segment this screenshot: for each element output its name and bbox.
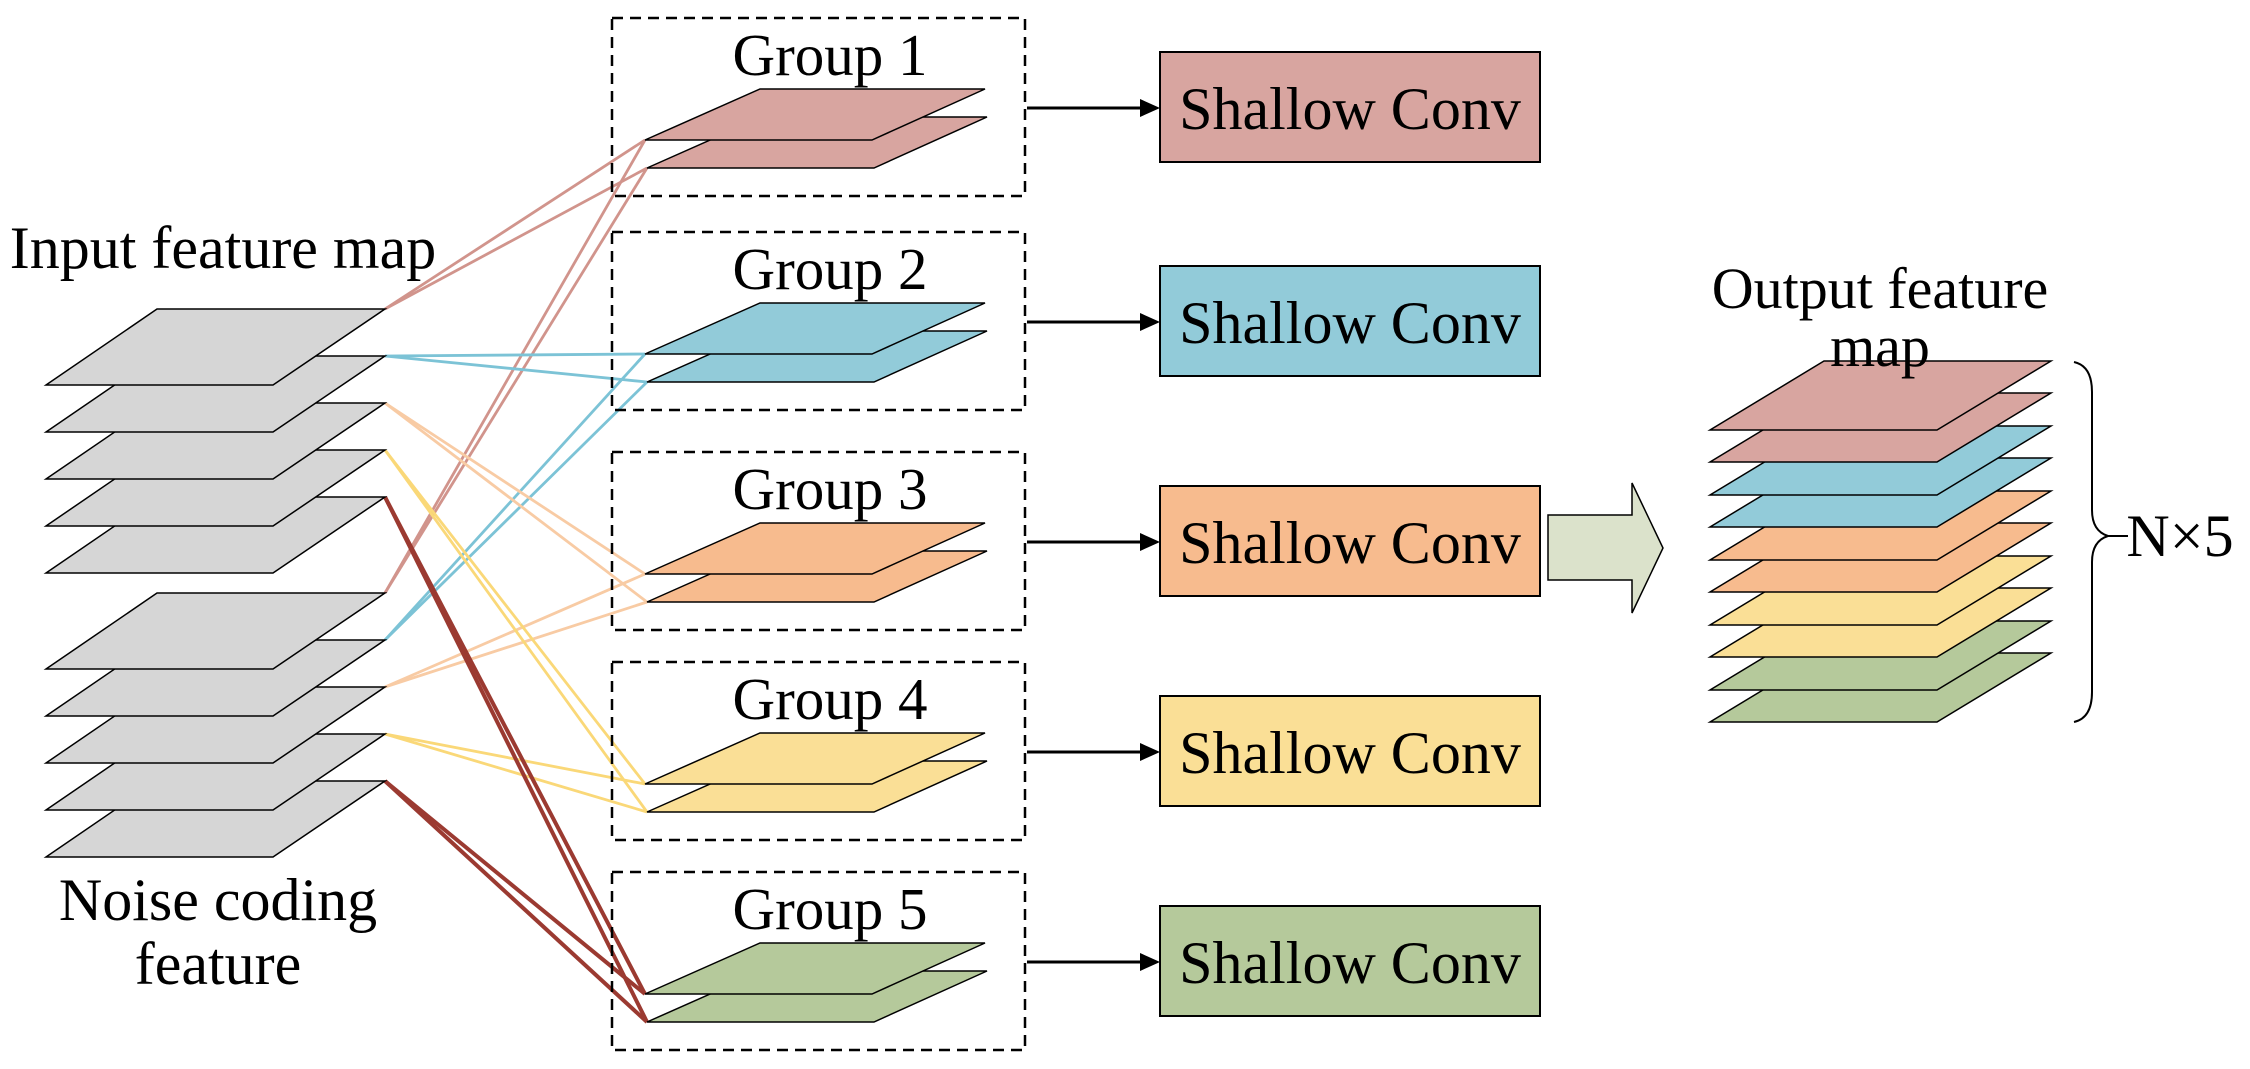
connection-line (384, 352, 646, 358)
group-title: Group 3 (732, 456, 927, 522)
shallow-conv-label: Shallow Conv (1179, 510, 1521, 576)
group-box (610, 870, 1027, 1052)
connection-line (383, 779, 647, 996)
shallow-conv-label: Shallow Conv (1179, 290, 1521, 356)
output-label-line1: Output feature (1712, 256, 2049, 321)
connection-line (383, 449, 647, 785)
group-parallelogram (644, 522, 986, 575)
output-feature-map-stack (1707, 360, 2054, 723)
shallow-conv-box (1159, 695, 1541, 807)
shallow-conv-label: Shallow Conv (1179, 930, 1521, 996)
group-box (610, 230, 1027, 412)
group-3: Group 3 Shallow Conv (610, 450, 1541, 632)
input-feature-map-label: Input feature map (10, 215, 436, 281)
group-4: Group 4 Shallow Conv (610, 660, 1541, 842)
arrowhead-icon (1140, 99, 1160, 117)
noise-stack-layer (43, 592, 388, 670)
group-box (610, 16, 1027, 198)
connection-line (383, 139, 647, 594)
arrowhead-icon (1140, 953, 1160, 971)
arrowhead-icon (1140, 313, 1160, 331)
connection-line (384, 401, 648, 604)
connection-line (383, 779, 649, 1024)
group-parallelogram (644, 942, 986, 995)
input-stack-layer (43, 308, 388, 386)
group-5: Group 5 Shallow Conv (610, 870, 1541, 1052)
group-box (610, 450, 1027, 632)
multiplier-label: N×5 (2126, 503, 2233, 569)
arrowhead-icon (1140, 743, 1160, 761)
noise-coding-label-line2: feature (135, 931, 302, 997)
group-title: Group 4 (732, 666, 927, 732)
group-box (610, 660, 1027, 842)
noise-coding-stack (43, 592, 388, 858)
connection-line (384, 401, 646, 576)
noise-coding-label-line1: Noise coding (59, 867, 377, 933)
connection-line (383, 496, 649, 1023)
connection-line (384, 600, 648, 689)
arrowhead-icon (1140, 533, 1160, 551)
connection-line (384, 381, 648, 641)
group-title: Group 2 (732, 236, 927, 302)
connection-line (384, 138, 646, 311)
concat-arrow-icon (1547, 482, 1664, 614)
input-feature-map-stack (43, 308, 388, 574)
group-parallelogram (644, 302, 986, 355)
connection-line (383, 449, 649, 813)
group-title: Group 5 (732, 876, 927, 942)
shallow-conv-label: Shallow Conv (1179, 720, 1521, 786)
output-label-line2: map (1830, 314, 1930, 379)
group-parallelogram (644, 88, 986, 141)
connection-line (383, 167, 649, 594)
connection-line (384, 166, 648, 311)
connection-line (384, 732, 648, 814)
connection-line (383, 353, 647, 641)
shallow-conv-box (1159, 51, 1541, 163)
connection-line (384, 354, 648, 384)
shallow-conv-box (1159, 905, 1541, 1017)
shallow-conv-box (1159, 265, 1541, 377)
group-title: Group 1 (732, 22, 927, 88)
brace-icon (2073, 361, 2112, 723)
group-1: Group 1 Shallow Conv (610, 16, 1541, 198)
group-parallelogram (644, 732, 986, 785)
connection-lines (383, 138, 649, 1024)
output-layer (1707, 360, 2054, 431)
group-2: Group 2 Shallow Conv (610, 230, 1541, 412)
shallow-conv-box (1159, 485, 1541, 597)
shallow-conv-label: Shallow Conv (1179, 76, 1521, 142)
